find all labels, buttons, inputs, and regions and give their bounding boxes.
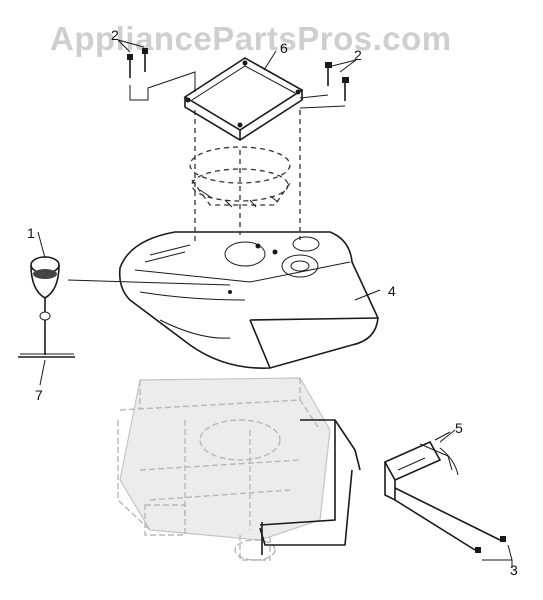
callout-3: 3	[510, 562, 518, 578]
knob-and-rod	[18, 231, 75, 386]
bracket-and-screws	[383, 429, 513, 568]
screws-part-2-left	[117, 39, 196, 101]
callout-2-right: 2	[354, 47, 362, 63]
blower-housing	[118, 231, 379, 369]
exploded-leader-lines	[67, 50, 381, 555]
cover-plate	[183, 57, 304, 141]
callout-4: 4	[388, 283, 396, 299]
callout-1: 1	[27, 225, 35, 241]
callout-labels: 1 2 2 3 4 5 6 7	[27, 27, 518, 578]
watermark-text: AppliancePartsPros.com	[50, 20, 452, 57]
callout-7: 7	[35, 387, 43, 403]
flywheel-screen	[189, 110, 301, 245]
engine-ghost	[117, 377, 331, 561]
callout-6: 6	[280, 40, 288, 56]
callout-5: 5	[455, 420, 463, 436]
screws-part-2-right	[299, 59, 357, 109]
callout-2-left: 2	[111, 27, 119, 43]
